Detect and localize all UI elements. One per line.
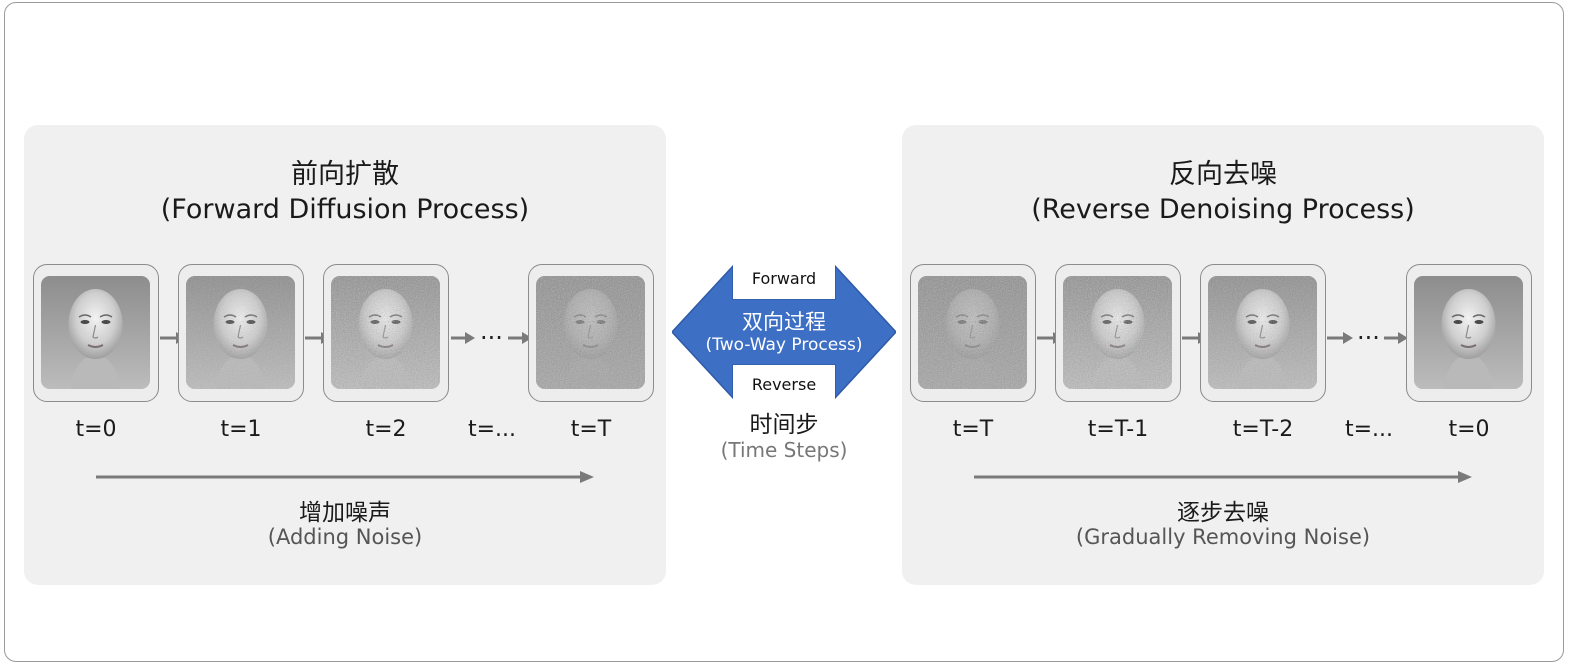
forward-step-arrow: [451, 332, 475, 344]
two-way-process-arrow: Forward 双向过程 (Two-Way Process) Reverse: [672, 262, 896, 402]
forward-diffusion-panel: 前向扩散 (Forward Diffusion Process) ... t=0…: [24, 125, 666, 585]
reverse-step-arrow: [1384, 332, 1408, 344]
reverse-caption-en: (Gradually Removing Noise): [1075, 525, 1371, 549]
forward-caption-zh: 增加噪声: [299, 500, 391, 526]
reverse-direction-arrow: [974, 471, 1472, 483]
reverse-label: Reverse: [751, 375, 817, 394]
pure-noise-image: [536, 276, 645, 389]
reverse-ellipsis: ...: [1357, 317, 1380, 345]
forward-step-T-image: [528, 264, 654, 402]
reverse-step-T-1-image: [1055, 264, 1181, 402]
face-image: [1063, 276, 1172, 389]
face-image: [1208, 276, 1317, 389]
face-image: [331, 276, 440, 389]
forward-title-en: (Forward Diffusion Process): [160, 194, 530, 225]
reverse-step-label: t=T: [952, 417, 994, 442]
forward-title-zh: 前向扩散: [291, 159, 399, 190]
double-arrow-icon: [672, 262, 896, 402]
forward-step-1-image: [178, 264, 304, 402]
forward-step-label: t=T: [570, 417, 612, 442]
forward-step-label: t=2: [365, 417, 407, 442]
pure-noise-image: [918, 276, 1027, 389]
forward-label: Forward: [751, 269, 817, 288]
reverse-step-T-2-image: [1200, 264, 1326, 402]
forward-ellipsis: ...: [480, 317, 503, 345]
reverse-step-label: t=T-1: [1087, 417, 1149, 442]
face-image: [41, 276, 150, 389]
forward-direction-arrow: [96, 471, 594, 483]
two-way-title-en: (Two-Way Process): [705, 335, 863, 355]
two-way-title-zh: 双向过程: [742, 310, 826, 334]
forward-caption-en: (Adding Noise): [267, 525, 423, 549]
reverse-step-label: t=0: [1448, 417, 1490, 442]
reverse-title-en: (Reverse Denoising Process): [1031, 194, 1415, 225]
forward-step-label: t=0: [75, 417, 117, 442]
forward-step-label: t=1: [220, 417, 262, 442]
timestep-label-zh: 时间步: [749, 412, 819, 438]
face-image: [186, 276, 295, 389]
timestep-label-en: (Time Steps): [720, 438, 848, 462]
reverse-step-label: t=T-2: [1232, 417, 1294, 442]
forward-step-0-image: [33, 264, 159, 402]
reverse-step-0-image: [1406, 264, 1532, 402]
reverse-title-zh: 反向去噪: [1169, 159, 1277, 190]
forward-step-label: t=...: [467, 417, 517, 442]
reverse-step-label: t=...: [1344, 417, 1394, 442]
reverse-caption-zh: 逐步去噪: [1177, 500, 1269, 526]
reverse-denoising-panel: 反向去噪 (Reverse Denoising Process) ... t=T…: [902, 125, 1544, 585]
reverse-step-arrow: [1327, 332, 1353, 344]
reverse-step-T-image: [910, 264, 1036, 402]
forward-step-2-image: [323, 264, 449, 402]
face-image: [1414, 276, 1523, 389]
forward-step-arrow: [508, 332, 532, 344]
